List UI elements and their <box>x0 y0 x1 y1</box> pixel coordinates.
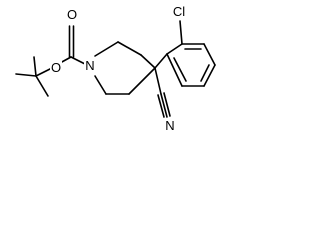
bond-tbu-methyl-top <box>33 56 37 77</box>
bond-ring-quaternary-lower <box>128 67 156 95</box>
bonds <box>15 20 216 118</box>
bond-tbu-to-oxygen <box>35 67 53 77</box>
bond-nitrile-triple-c <box>163 92 171 117</box>
bond-ring-bottom-n <box>94 75 107 95</box>
bond-tbu-methyl-left <box>15 73 37 77</box>
atom-bg-n-ring <box>84 58 97 74</box>
atom-o-carbonyl: O <box>67 7 77 22</box>
bond-nitrile-triple-a <box>157 94 165 118</box>
bond-quaternary-to-phenyl <box>154 53 168 69</box>
atom-chlorine: Cl <box>173 4 185 19</box>
atom-o-ester: O <box>51 60 61 75</box>
bond-phenyl-6 <box>166 53 183 87</box>
atom-labels: O O N Cl N <box>50 4 190 134</box>
bond-carbonyl-to-nitrogen <box>70 56 86 65</box>
bond-ring-n-upper <box>94 41 119 57</box>
atom-bg-cl <box>168 4 190 20</box>
atom-n-ring: N <box>85 58 94 73</box>
bond-ring-top-quaternary <box>140 54 156 69</box>
bond-quaternary-to-nitrile-carbon <box>154 67 162 95</box>
atom-bg-o-ester <box>50 60 62 76</box>
atom-bg-o-carbonyl <box>66 7 78 23</box>
bond-phenyl-to-chlorine <box>179 20 183 45</box>
bond-phenyl-4 <box>203 64 216 87</box>
atom-bg-n-nitrile <box>164 118 177 134</box>
bond-phenyl-inner-2 <box>200 64 210 82</box>
molecule-diagram: O O N Cl N <box>15 4 216 134</box>
bond-phenyl-inner-3 <box>173 57 187 82</box>
bond-phenyl-1 <box>166 43 183 55</box>
bond-nitrile-triple-b <box>160 93 168 118</box>
bond-ring-upper-top <box>117 41 142 56</box>
bond-phenyl-3 <box>203 43 216 66</box>
bond-tbu-methyl-bottom <box>35 75 49 97</box>
atom-n-nitrile: N <box>165 118 174 133</box>
